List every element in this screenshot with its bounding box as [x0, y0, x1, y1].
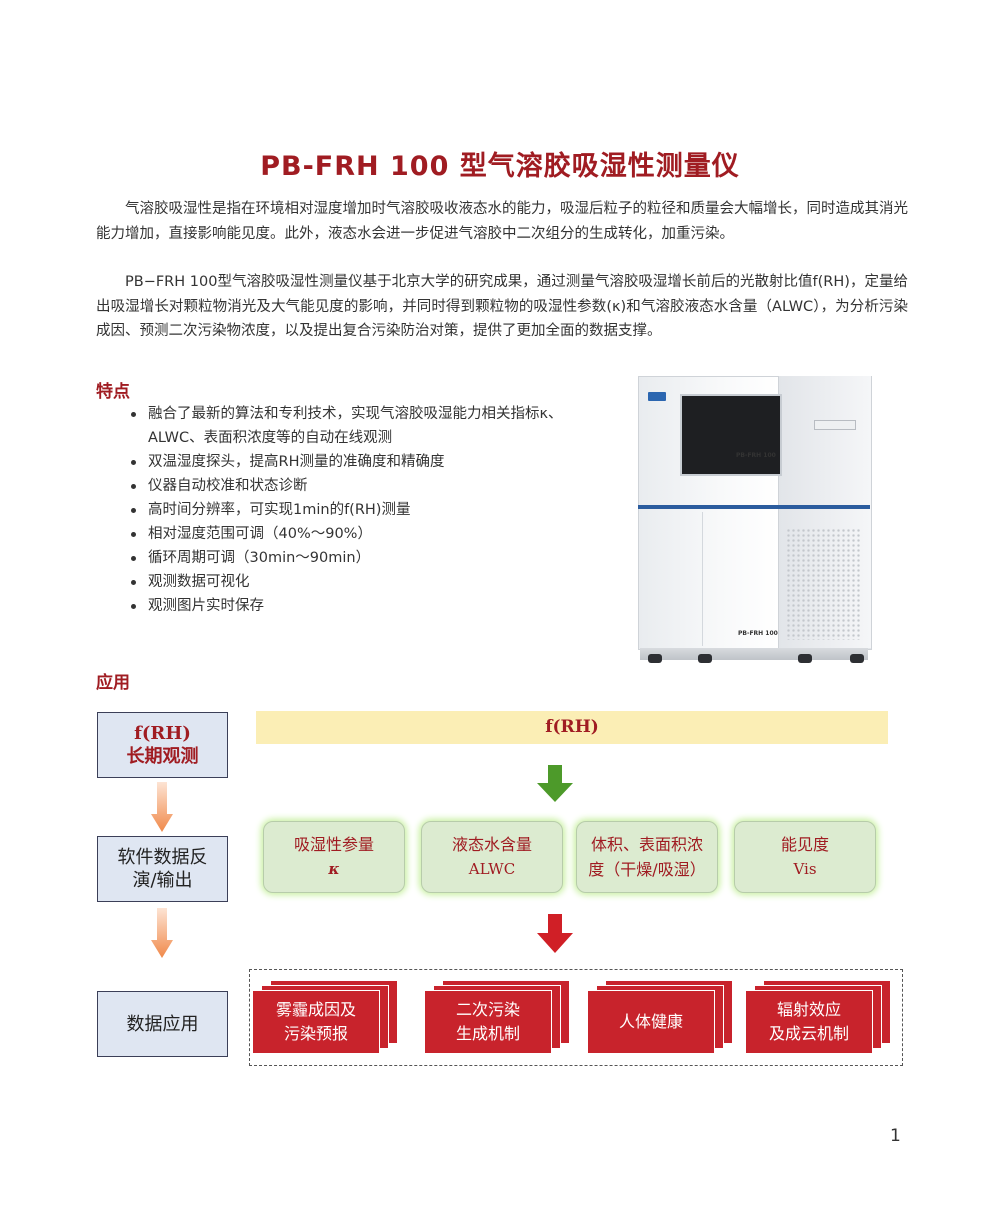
instrument-slot: [814, 420, 856, 430]
feature-item: 仪器自动校准和状态诊断: [128, 474, 608, 498]
param-sub: Vis: [793, 860, 817, 878]
down-arrow-icon: [151, 908, 173, 958]
app-line1: 辐射效应: [776, 1000, 841, 1019]
step-data-application: 数据应用: [97, 991, 228, 1057]
features-heading: 特点: [96, 382, 130, 402]
feature-item: 双温湿度探头，提高RH测量的准确度和精确度: [128, 450, 608, 474]
param-name: 体积、表面积浓: [590, 835, 703, 854]
down-arrow-icon: [151, 782, 173, 832]
instrument-label-top: PB-FRH 100: [736, 452, 776, 459]
feature-item: 融合了最新的算法和专利技术，实现气溶胶吸湿能力相关指标κ、ALWC、表面积浓度等…: [128, 402, 608, 450]
feature-item: 高时间分辨率，可实现1min的f(RH)测量: [128, 498, 608, 522]
step-software-inversion: 软件数据反 演/输出: [97, 836, 228, 902]
param-sub: 度（干燥/吸湿）: [588, 860, 706, 879]
frh-bar: f(RH): [256, 711, 888, 744]
param-sub: ALWC: [468, 860, 516, 878]
param-name: 吸湿性参量: [293, 835, 374, 854]
step-label-line2: 演/输出: [132, 870, 193, 891]
app-line2: 及成云机制: [768, 1024, 849, 1043]
app-line1: 二次污染: [455, 1000, 520, 1019]
step-long-term-observation: f(RH) 长期观测: [97, 712, 228, 778]
instrument-door: [702, 512, 777, 646]
application-heading: 应用: [96, 673, 130, 693]
feature-item: 循环周期可调（30min～90min）: [128, 546, 608, 570]
instrument-base: [640, 648, 868, 660]
page-number: 1: [890, 1126, 901, 1146]
step-label-line1: 软件数据反: [117, 847, 208, 868]
down-arrow-icon: [537, 765, 573, 802]
app-line2: 生成机制: [455, 1024, 520, 1043]
wheel-icon: [798, 654, 812, 663]
instrument-stripe: [638, 505, 870, 509]
param-liquid-water: 液态水含量 ALWC: [421, 821, 563, 893]
param-name: 液态水含量: [451, 835, 532, 854]
wheel-icon: [850, 654, 864, 663]
app-line2: 污染预报: [283, 1024, 348, 1043]
app-secondary-pollution: 二次污染生成机制: [424, 980, 574, 1062]
intro-paragraph-2: PB−FRH 100型气溶胶吸湿性测量仪基于北京大学的研究成果，通过测量气溶胶吸…: [96, 274, 908, 339]
features-list: 融合了最新的算法和专利技术，实现气溶胶吸湿能力相关指标κ、ALWC、表面积浓度等…: [128, 402, 608, 618]
applications-container: [249, 969, 903, 1066]
ventilation-grille: [786, 528, 862, 640]
down-arrow-icon: [537, 914, 573, 953]
param-name: 能见度: [780, 835, 829, 854]
param-volume-surface: 体积、表面积浓 度（干燥/吸湿）: [576, 821, 718, 893]
param-visibility: 能见度 Vis: [734, 821, 876, 893]
step-frh-label: f(RH): [134, 723, 191, 744]
brand-logo-icon: [648, 392, 666, 401]
feature-item: 观测图片实时保存: [128, 594, 608, 618]
app-haze-forecast: 雾霾成因及污染预报: [252, 980, 402, 1062]
wheel-icon: [648, 654, 662, 663]
instrument-window: [680, 394, 782, 476]
feature-item: 相对湿度范围可调（40%～90%）: [128, 522, 608, 546]
step-label: 长期观测: [126, 746, 199, 767]
instrument-image: PB-FRH 100 PB-FRH 100: [628, 372, 880, 672]
feature-item: 观测数据可视化: [128, 570, 608, 594]
app-line1: 人体健康: [618, 1012, 683, 1031]
wheel-icon: [698, 654, 712, 663]
app-line1: 雾霾成因及: [275, 1000, 356, 1019]
param-sub: κ: [328, 860, 340, 878]
page-title: PB-FRH 100 型气溶胶吸湿性测量仪: [260, 151, 740, 182]
app-radiation-cloud: 辐射效应及成云机制: [745, 980, 895, 1062]
intro-paragraph-1: 气溶胶吸湿性是指在环境相对湿度增加时气溶胶吸收液态水的能力，吸湿后粒子的粒径和质…: [96, 201, 908, 242]
app-human-health: 人体健康: [587, 980, 737, 1062]
instrument-label-bottom: PB-FRH 100: [738, 630, 778, 637]
step-label: 数据应用: [126, 1013, 199, 1035]
param-hygroscopicity: 吸湿性参量 κ: [263, 821, 405, 893]
